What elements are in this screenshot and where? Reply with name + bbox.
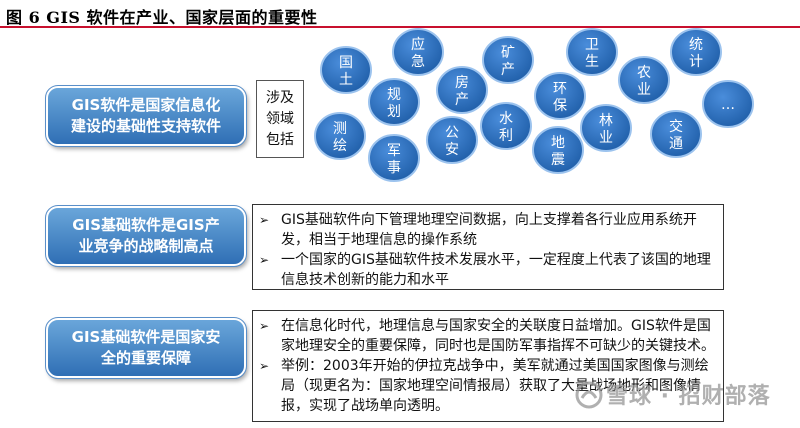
bubble-label: 业 (599, 130, 613, 146)
left-box-security: GIS基础软件是国家安 全的重要保障 (45, 317, 247, 379)
bubble-label: 林 (599, 113, 613, 129)
bubble-label: 交 (669, 118, 683, 135)
bubble-label: 通 (669, 136, 683, 152)
bubble-label: 测 (333, 121, 347, 137)
bubble-label: 矿 (501, 45, 515, 61)
arrow-bullet-icon: ➢ (259, 213, 270, 227)
bubble-label: 震 (551, 152, 565, 168)
bubble-label: … (721, 97, 735, 113)
bullet-text: 在信息化时代，地理信息与国家安全的关联度日益增加。GIS软件是国家地理安全的重要… (281, 318, 715, 354)
involves-label-box: 涉及 领域 包括 (256, 80, 304, 158)
bubble-label: 急 (411, 54, 425, 70)
bubble-label: 环 (553, 81, 567, 97)
bubble-label: 产 (501, 62, 515, 78)
bubble-label: 利 (499, 128, 513, 144)
bullet-text: 一个国家的GIS基础软件技术发展水平，一定程度上代表了该国的地理信息技术创新的能… (281, 252, 711, 288)
domain-bubble: 统计 (670, 28, 722, 76)
bubble-label: 生 (585, 54, 599, 70)
domain-bubble: 地震 (532, 126, 584, 174)
bubble-label: 安 (445, 142, 459, 158)
bubble-label: 计 (689, 54, 703, 70)
bubble-label: 地 (551, 135, 565, 151)
arrow-bullet-icon: ➢ (259, 319, 270, 333)
bubble-label: 公 (445, 125, 459, 141)
domain-bubble: 公安 (426, 116, 478, 164)
bubble-label: 军 (387, 143, 401, 159)
watermark: 雪球 · 招财部落 (606, 384, 771, 409)
domain-bubble: 环保 (534, 72, 586, 120)
figure-title: 图 6 GIS 软件在产业、国家层面的重要性 (6, 8, 318, 27)
bubble-label: 统 (689, 37, 703, 53)
domain-bubble: 卫生 (566, 28, 618, 76)
domain-bubble: 应急 (392, 28, 444, 76)
bubble-label: 事 (387, 160, 401, 176)
bubble-label: 业 (637, 82, 651, 98)
bullet-item: ➢ 在信息化时代，地理信息与国家安全的关联度日益增加。GIS软件是国家地理安全的… (259, 316, 717, 356)
bubble-label: 划 (387, 104, 401, 120)
bullet-text: 举例：2003年开始的伊拉克战争中，美军就通过美国国家图像与测绘局（现更名为：国… (281, 358, 709, 414)
snowball-logo-icon (575, 381, 603, 409)
bubble-label: 卫 (585, 37, 599, 53)
bubble-label: 水 (499, 111, 513, 127)
bubble-label: 土 (339, 72, 353, 88)
domain-bubble: 农业 (618, 56, 670, 104)
domain-bubble: 军事 (368, 134, 420, 182)
security-detail-box: ➢ 在信息化时代，地理信息与国家安全的关联度日益增加。GIS软件是国家地理安全的… (252, 310, 724, 422)
bullet-text: GIS基础软件向下管理地理空间数据，向上支撑着各行业应用系统开发，相当于地理信息… (281, 212, 697, 248)
bubble-label: 农 (637, 65, 651, 81)
domain-bubble: 林业 (580, 104, 632, 152)
domain-bubble: 交通 (650, 110, 702, 158)
bubble-label: 规 (387, 87, 401, 103)
domain-bubble: … (702, 80, 754, 128)
bubble-label: 应 (411, 36, 425, 53)
bullet-item: ➢ 举例：2003年开始的伊拉克战争中，美军就通过美国国家图像与测绘局（现更名为… (259, 356, 717, 416)
bubble-label: 产 (455, 92, 469, 108)
domain-bubble: 房产 (436, 66, 488, 114)
domain-bubble: 测绘 (314, 112, 366, 160)
domain-bubble: 矿产 (482, 36, 534, 84)
domain-bubble: 水利 (480, 102, 532, 150)
bullet-item: ➢ 一个国家的GIS基础软件技术发展水平，一定程度上代表了该国的地理信息技术创新… (259, 250, 717, 290)
bubble-label: 绘 (333, 138, 347, 154)
strategic-detail-box: ➢ GIS基础软件向下管理地理空间数据，向上支撑着各行业应用系统开发，相当于地理… (252, 204, 724, 290)
left-box-infrastructure: GIS软件是国家信息化 建设的基础性支持软件 (45, 85, 247, 147)
domain-bubble: 国土 (320, 46, 372, 94)
title-divider (0, 26, 800, 28)
domain-bubble: 规划 (368, 78, 420, 126)
bubble-label: 房 (455, 75, 469, 91)
left-box-strategic: GIS基础软件是GIS产 业竞争的战略制高点 (45, 205, 247, 267)
bubble-label: 保 (553, 98, 567, 114)
bubble-label: 国 (339, 55, 353, 71)
arrow-bullet-icon: ➢ (259, 359, 270, 373)
arrow-bullet-icon: ➢ (259, 253, 270, 267)
bullet-item: ➢ GIS基础软件向下管理地理空间数据，向上支撑着各行业应用系统开发，相当于地理… (259, 210, 717, 250)
